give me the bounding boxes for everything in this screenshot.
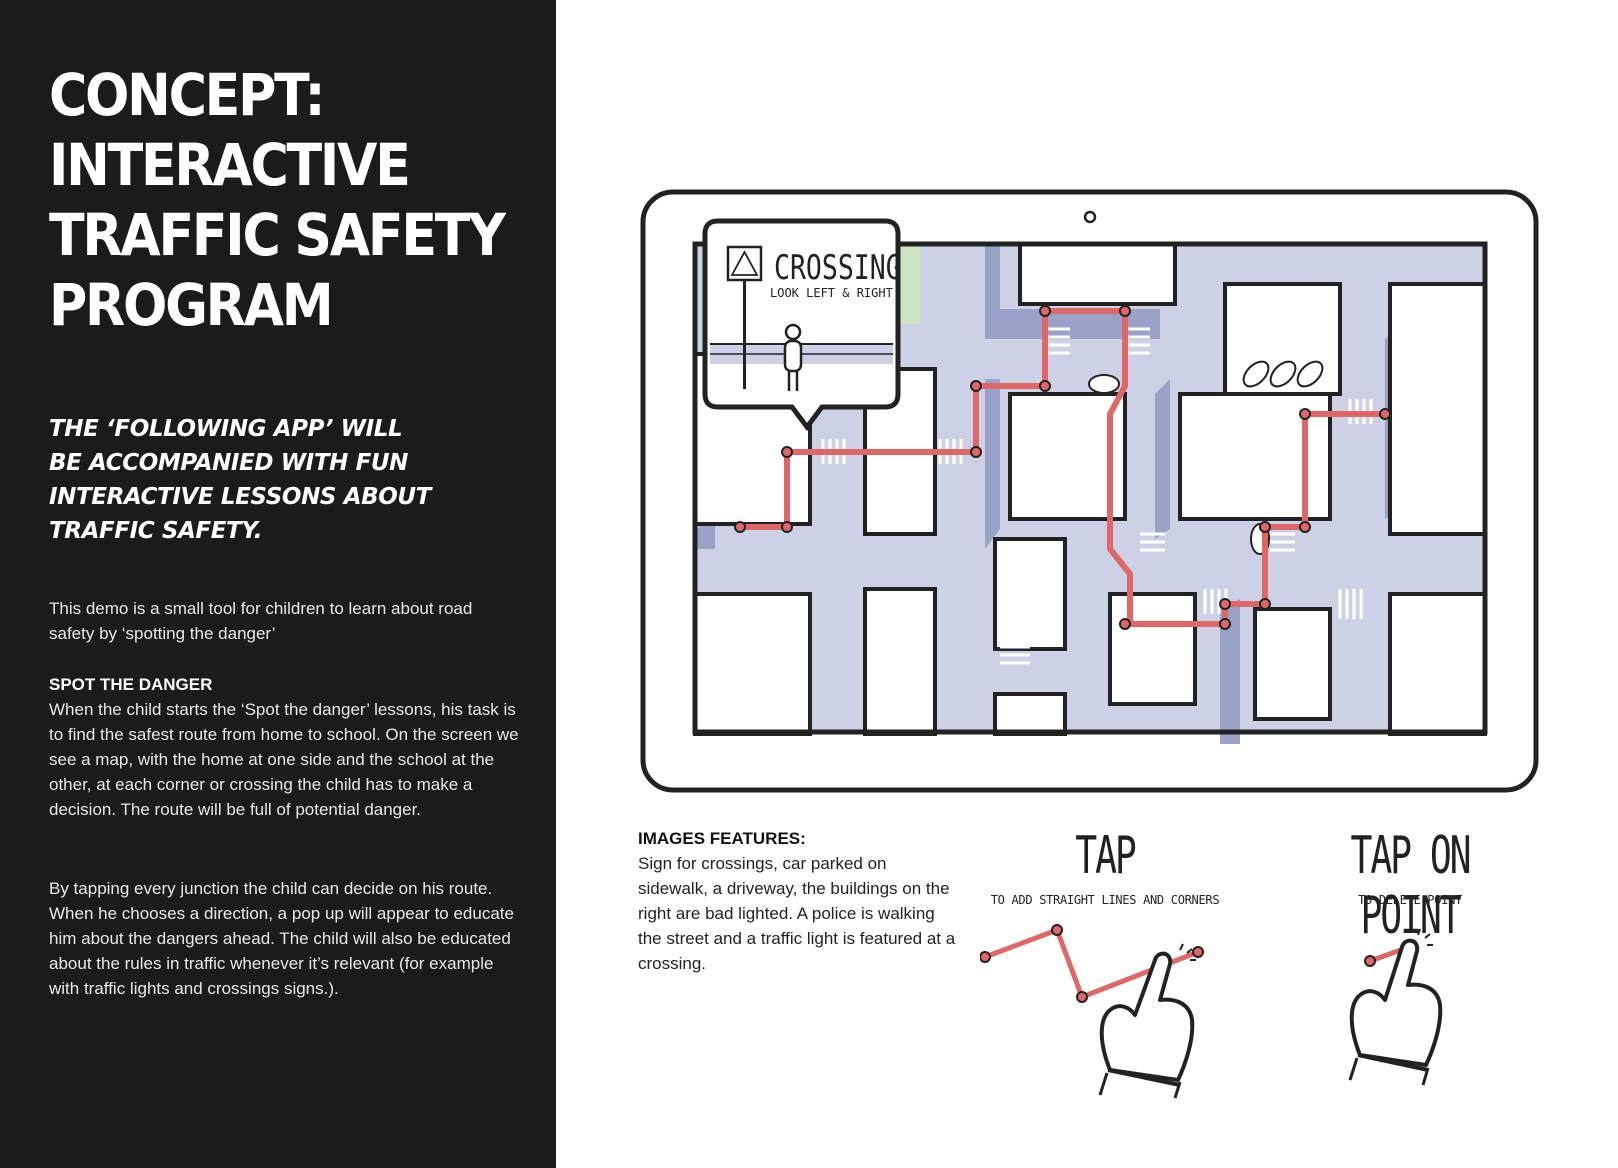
tap-on-point-caption: TO DELETE POINT [1358, 893, 1462, 907]
popup-subtitle: LOOK LEFT & RIGHT [770, 286, 893, 300]
page-title: CONCEPT: INTERACTIVE TRAFFIC SAFETY PROG… [49, 60, 506, 340]
tap-on-point-illustration [1348, 928, 1443, 1086]
camera-icon [1083, 210, 1097, 224]
crossing-sign-icon [726, 245, 763, 389]
tap-on-point-title: TAP ON POINT [1350, 826, 1472, 946]
title-line: TRAFFIC SAFETY [49, 201, 506, 269]
subtitle-line: THE ‘FOLLOWING APP’ WILL [49, 416, 403, 442]
tap-illustration [980, 924, 1204, 1099]
crossing-popup: CROSSING LOOK LEFT & RIGHT [702, 218, 902, 432]
tap-title: TAP [1075, 826, 1137, 886]
subtitle-line: BE ACCOMPANIED WITH FUN [49, 450, 409, 476]
spot-danger-heading: SPOT THE DANGER [49, 675, 213, 694]
route-points [734, 305, 1391, 630]
page-subtitle: THE ‘FOLLOWING APP’ WILL BE ACCOMPANIED … [49, 412, 519, 548]
title-line: INTERACTIVE [49, 131, 411, 199]
route-line [740, 308, 1385, 627]
popup-title: CROSSING [774, 249, 902, 288]
tablet-illustration: CROSSING LOOK LEFT & RIGHT [640, 189, 1539, 793]
tap-hand-icon [1348, 938, 1443, 1086]
subtitle-line: INTERACTIVE LESSONS ABOUT [49, 484, 431, 510]
subtitle-line: TRAFFIC SAFETY. [49, 518, 263, 544]
features-heading: IMAGES FEATURES: [638, 829, 806, 848]
images-features: IMAGES FEATURES: Sign for crossings, car… [638, 826, 958, 976]
intro-text: This demo is a small tool for children t… [49, 599, 473, 643]
title-line: CONCEPT: [49, 61, 325, 129]
junction-paragraph: By tapping every junction the child can … [49, 879, 514, 998]
pedestrian-icon [783, 323, 803, 391]
title-line: PROGRAM [49, 271, 334, 339]
screen-border [692, 241, 1488, 735]
tap-caption: TO ADD STRAIGHT LINES AND CORNERS [990, 893, 1220, 907]
left-panel: CONCEPT: INTERACTIVE TRAFFIC SAFETY PROG… [0, 0, 556, 1168]
tap-hand-icon [1098, 951, 1195, 1099]
features-body: Sign for crossings, car parked on sidewa… [638, 854, 956, 973]
spot-danger-paragraph: When the child starts the ‘Spot the dang… [49, 700, 519, 819]
